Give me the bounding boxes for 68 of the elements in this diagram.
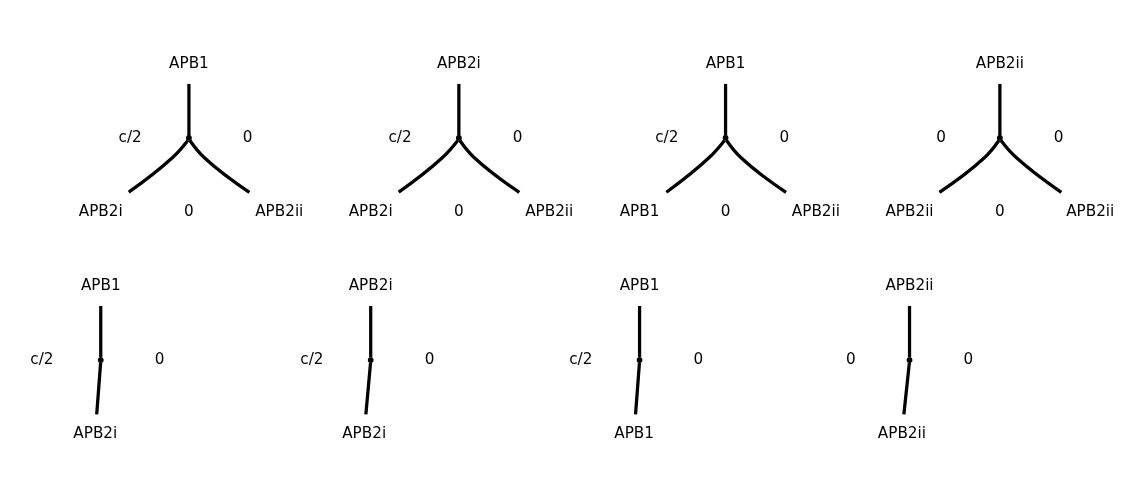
label: c/2 <box>30 349 54 368</box>
node-text: APB2ii <box>885 275 934 294</box>
connector <box>723 83 728 135</box>
node-text: APB2i <box>73 423 118 442</box>
node-text: APB2ii <box>255 201 304 220</box>
node-text: APB2ii <box>791 201 840 220</box>
label: c/2 <box>655 127 679 146</box>
node-point <box>367 356 374 363</box>
node-text: APB2ii <box>1066 201 1115 220</box>
label: 0 <box>154 349 165 368</box>
label: c/2 <box>388 127 412 146</box>
node-text: APB2ii <box>877 423 926 442</box>
connector <box>187 83 191 135</box>
label: 0 <box>845 349 856 368</box>
connector <box>725 139 787 194</box>
node-text: APB1 <box>705 53 746 72</box>
connector <box>369 305 373 358</box>
node-point <box>636 356 643 363</box>
label: 0 <box>424 349 435 368</box>
label: 0 <box>512 127 523 146</box>
node-text: APB2ii <box>525 201 574 220</box>
node-text: APB1 <box>619 275 660 294</box>
label: 0 <box>936 127 946 146</box>
node-text: APB2i <box>436 53 481 72</box>
node-text: APB2i <box>348 201 393 220</box>
label: 0 <box>1053 127 1064 146</box>
connector <box>458 139 521 194</box>
connector <box>127 138 190 193</box>
node-text: APB2i <box>348 275 393 294</box>
node-point <box>906 356 913 363</box>
node-text: APB1 <box>169 53 209 72</box>
connector <box>99 305 103 358</box>
connector <box>397 139 460 193</box>
label: c/2 <box>569 349 593 368</box>
connector <box>998 83 1002 135</box>
connector <box>364 362 373 415</box>
label: 0 <box>963 349 974 368</box>
connector <box>902 362 911 415</box>
label: 0 <box>720 201 731 220</box>
node-point <box>455 134 462 141</box>
connector <box>907 305 912 358</box>
label: 0 <box>454 201 464 220</box>
connector <box>999 139 1063 194</box>
connector <box>188 139 251 194</box>
label: c/2 <box>300 349 324 368</box>
label: 0 <box>995 201 1005 220</box>
node-text: APB1 <box>80 275 121 294</box>
label: 0 <box>779 127 790 146</box>
connector <box>665 138 726 194</box>
label: c/2 <box>118 127 142 146</box>
node-text: APB1 <box>619 201 660 220</box>
node-point <box>186 134 192 141</box>
node-point <box>722 134 729 141</box>
label: 0 <box>693 349 704 368</box>
node-text: APB2i <box>342 423 387 442</box>
label: 0 <box>184 201 194 220</box>
connector <box>938 139 1001 194</box>
connector <box>637 305 642 358</box>
label: 0 <box>242 127 253 146</box>
connector <box>457 83 461 135</box>
connector <box>95 362 103 414</box>
node-text: APB2ii <box>885 201 934 220</box>
node-text: APB1 <box>614 423 654 442</box>
connector <box>633 362 642 414</box>
node-point <box>997 134 1003 141</box>
node-text: APB2ii <box>975 53 1024 72</box>
node-text: APB2i <box>78 201 123 220</box>
node-point <box>97 356 104 363</box>
